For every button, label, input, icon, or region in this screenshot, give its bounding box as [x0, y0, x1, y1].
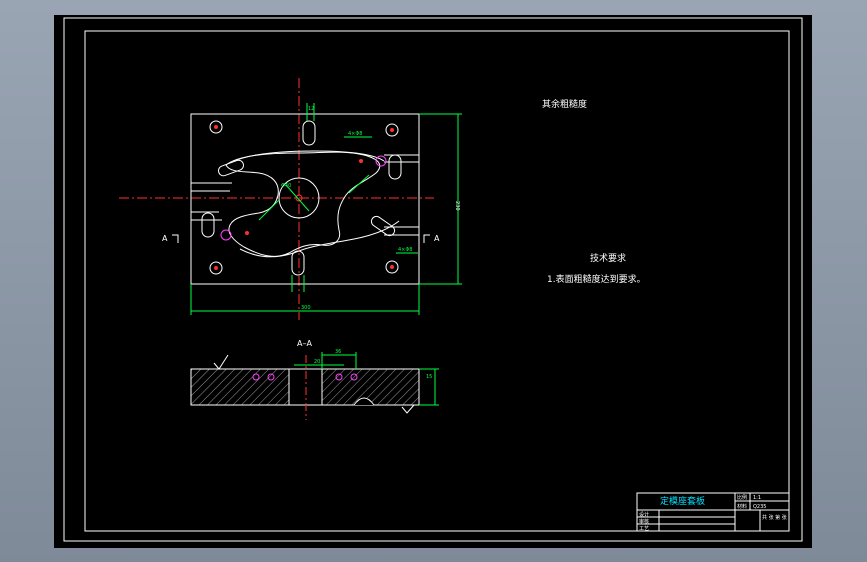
dim-section-width: 36 [335, 349, 341, 355]
dim-bore: Φ40 [281, 183, 291, 189]
tech-requirements-item: 1.表面粗糙度达到要求。 [547, 273, 646, 285]
section-hole-2 [267, 373, 275, 381]
sheet-number: 共 张 第 张 [762, 514, 787, 521]
material-label: 材料 [737, 503, 747, 510]
cut-arrow-left [172, 234, 179, 243]
section-relief [353, 397, 375, 406]
title-block[interactable]: 定模座套板 设计 审核 工艺 比例 1:1 材料 Q235 共 张 第 张 [636, 492, 790, 532]
section-label: A–A [297, 339, 312, 348]
cut-marker-left: A [162, 234, 168, 243]
left-slot [201, 212, 215, 238]
section-hole-1 [252, 373, 260, 381]
plan-view[interactable]: 230 300 12 4×Φ8 4×Φ8 Φ40 A A [119, 78, 462, 320]
top-slot [302, 120, 316, 146]
dim-section-thick: 15 [426, 374, 432, 380]
cad-viewport[interactable]: 230 300 12 4×Φ8 4×Φ8 Φ40 A A 其余粗糙度 技术要求 … [54, 15, 812, 548]
row-review: 审核 [639, 518, 649, 525]
section-outline [190, 368, 420, 406]
part-name: 定模座套板 [660, 495, 705, 507]
right-slot [388, 154, 402, 180]
roughness-note: 其余粗糙度 [542, 98, 587, 110]
plate-outline [190, 113, 420, 285]
outer-border [63, 17, 803, 542]
row-design: 设计 [639, 511, 649, 518]
plan-dimensions [190, 103, 462, 315]
dim-section-inner: 20 [314, 359, 320, 365]
bore-center-mark [295, 194, 303, 202]
section-hole-3 [335, 373, 343, 381]
scale-value: 1:1 [753, 495, 761, 501]
dim-hole-callout-2: 4×Φ8 [398, 247, 413, 253]
cut-marker-right: A [434, 234, 440, 243]
guide-rails [191, 154, 419, 236]
cad-drawing: 230 300 12 4×Φ8 4×Φ8 Φ40 A A 其余粗糙度 技术要求 … [63, 17, 803, 542]
dim-height: 230 [454, 201, 460, 211]
cavity-contour [225, 151, 381, 257]
inner-border [84, 30, 790, 532]
section-left-block [190, 368, 290, 406]
material-value: Q235 [753, 504, 766, 510]
roughness-symbol-left [213, 354, 229, 370]
roughness-symbol-right [401, 404, 415, 414]
section-right-block [321, 368, 420, 406]
section-dimensions [294, 352, 439, 406]
tech-requirements-title: 技术要求 [590, 252, 626, 264]
title-block-frame [636, 492, 790, 532]
dim-hole-callout: 4×Φ8 [348, 131, 363, 137]
cavity-lower-rail [239, 220, 400, 258]
section-hole-4 [350, 373, 358, 381]
dim-top-small: 12 [308, 106, 314, 112]
central-bore [278, 177, 320, 219]
row-process: 工艺 [639, 526, 649, 532]
dim-width: 300 [301, 305, 311, 311]
left-pocket [217, 159, 245, 177]
screw-holes [209, 120, 399, 275]
scale-label: 比例 [737, 494, 747, 501]
section-view[interactable]: A–A 36 20 15 [190, 339, 439, 420]
bottom-slot [291, 250, 305, 276]
right-pocket [370, 215, 396, 237]
cut-arrow-right [423, 234, 430, 243]
cavity-upper-rail [233, 150, 385, 162]
